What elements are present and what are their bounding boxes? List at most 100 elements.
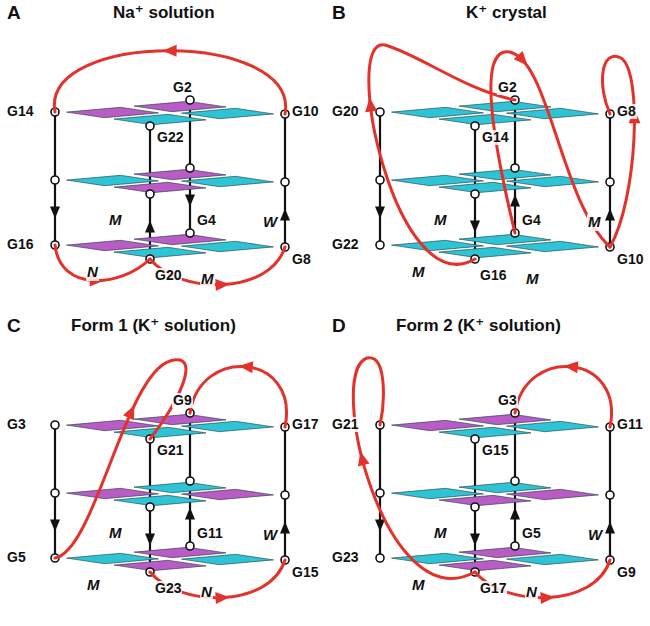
loop-path: [190, 366, 287, 427]
guanine-plate: [507, 108, 599, 118]
residue-label: G16: [6, 237, 34, 252]
residue-label: G15: [481, 443, 509, 458]
strand-node: [186, 229, 194, 237]
residue-label: G8: [291, 252, 312, 267]
loop-arrow: [123, 403, 140, 421]
quadruplex-panel: [364, 45, 641, 265]
panel-title: Form 1 (K⁺ solution): [70, 317, 237, 336]
residue-label: G10: [616, 252, 644, 267]
panel-title: K⁺ crystal: [465, 4, 548, 23]
loop-type: M: [108, 212, 123, 229]
guanine-plate: [439, 247, 531, 257]
loop-type: M: [411, 264, 426, 281]
strand-arrow: [145, 221, 155, 233]
loop-type: W: [262, 214, 278, 231]
residue-label: G4: [521, 213, 542, 228]
strand-node: [471, 435, 479, 443]
strand-arrow: [375, 207, 385, 219]
loop-arrow: [215, 591, 230, 604]
residue-label: G14: [6, 104, 34, 119]
strand-arrow: [605, 522, 615, 534]
strand-node: [376, 489, 384, 497]
guanine-plate: [182, 421, 274, 431]
residue-label: G17: [479, 581, 507, 596]
residue-label: G23: [331, 550, 359, 565]
panel-letter: D: [331, 316, 347, 337]
loop-type: M: [587, 214, 602, 231]
strand-node: [376, 241, 384, 249]
residue-label: G8: [616, 104, 637, 119]
guanine-plate: [182, 241, 274, 251]
residue-label: G16: [479, 268, 507, 283]
guanine-plate: [182, 176, 274, 186]
residue-label: G22: [331, 237, 359, 252]
panel-letter: C: [6, 316, 22, 337]
loop-type: M: [200, 271, 215, 288]
loop-type: N: [200, 584, 213, 601]
residue-label: G11: [196, 526, 224, 541]
residue-label: G22: [156, 130, 184, 145]
residue-label: G10: [291, 104, 319, 119]
strand-arrow: [50, 207, 60, 219]
loop-arrow: [163, 45, 177, 57]
strand-node: [146, 122, 154, 130]
residue-label: G3: [497, 393, 518, 408]
guanine-plate: [114, 495, 206, 505]
loop-path: [491, 52, 610, 247]
strand-node: [511, 542, 519, 550]
guanine-plate: [182, 108, 274, 118]
quadruplex-panel: [50, 360, 290, 604]
strand-node: [51, 176, 59, 184]
residue-label: G20: [331, 104, 359, 119]
guanine-plate: [507, 489, 599, 499]
residue-label: G21: [156, 443, 184, 458]
strand-node: [186, 542, 194, 550]
loop-type: M: [433, 525, 448, 542]
guanine-plate: [507, 241, 599, 251]
strand-node: [511, 477, 519, 485]
loop-arrow: [215, 278, 230, 291]
strand-arrow: [510, 195, 520, 207]
strand-node: [281, 491, 289, 499]
guanine-plate: [507, 554, 599, 564]
strand-node: [471, 503, 479, 511]
residue-label: G23: [154, 581, 182, 596]
strand-arrow: [280, 209, 290, 221]
panel-title: Form 2 (K⁺ solution): [395, 317, 562, 336]
guanine-plate: [114, 427, 206, 437]
loop-path: [150, 247, 285, 285]
strand-node: [606, 491, 614, 499]
strand-arrow: [510, 508, 520, 520]
strand-node: [471, 190, 479, 198]
strand-arrow: [145, 534, 155, 546]
guanine-plate: [507, 176, 599, 186]
strand-node: [51, 489, 59, 497]
residue-label: G9: [616, 565, 637, 580]
strand-arrow: [470, 221, 480, 233]
strand-arrow: [605, 209, 615, 221]
loop-arrow: [238, 360, 253, 373]
strand-node: [51, 421, 59, 429]
guanine-plate: [114, 560, 206, 570]
loop-type: W: [587, 527, 603, 544]
residue-label: G2: [497, 80, 518, 95]
strand-node: [511, 164, 519, 172]
quadruplex-panel: [50, 45, 290, 291]
guanine-plate: [182, 554, 274, 564]
loop-path: [55, 245, 150, 281]
residue-label: G15: [291, 565, 319, 580]
guanine-plate: [114, 182, 206, 192]
loop-path: [369, 45, 515, 265]
residue-label: G5: [521, 526, 542, 541]
loop-path: [475, 560, 610, 598]
loop-type: M: [411, 577, 426, 594]
guanine-plate: [439, 182, 531, 192]
strand-arrow: [185, 195, 195, 207]
loop-type: N: [525, 584, 538, 601]
residue-label: G5: [6, 550, 27, 565]
strand-node: [186, 477, 194, 485]
loop-type: M: [86, 577, 101, 594]
loop-path: [353, 358, 475, 579]
strand-arrow: [470, 534, 480, 546]
